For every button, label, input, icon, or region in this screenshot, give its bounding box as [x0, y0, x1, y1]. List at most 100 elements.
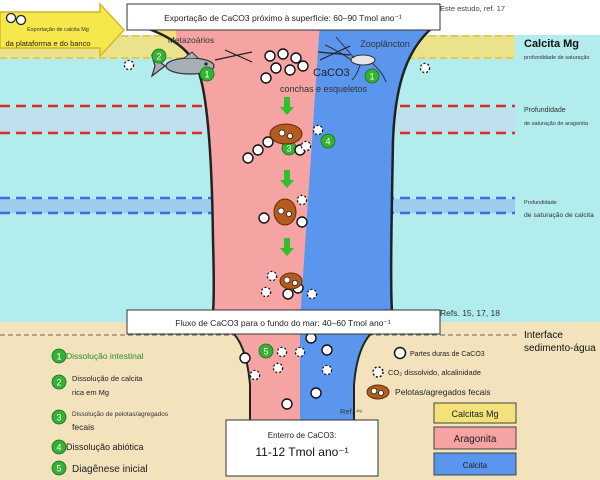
pellet-particle-icon — [291, 279, 298, 286]
process-2: 2 Dissolução de calcita rica em Mg — [51, 374, 143, 397]
process-3-text2: fecais — [72, 422, 94, 432]
caco3-particle-icon — [239, 352, 251, 364]
badge-2-surface: 2 — [151, 48, 167, 64]
dissolved-co2-icon — [321, 364, 333, 376]
shelf-arrow-line1: Exportação de calcita Mg — [27, 27, 89, 33]
arrow-to-zooplankton-icon — [319, 45, 351, 61]
fecal-pellet-icon — [273, 198, 297, 226]
svg-text:3: 3 — [56, 413, 61, 423]
caco3-particle-icon — [260, 72, 272, 84]
dissolved-co2-icon — [276, 346, 288, 358]
fecal-pellet-icon — [279, 272, 303, 290]
surface-export-text: Exportação de CaCO3 próximo à superfície… — [164, 13, 402, 23]
process-4: 4 Dissolução abiótica — [51, 439, 144, 455]
svg-text:2: 2 — [156, 52, 161, 62]
caco3-particle-icon — [242, 152, 254, 164]
burial-reference: Ref. ⁴⁹ — [340, 407, 362, 416]
dissolved-co2-icon — [419, 62, 431, 74]
pellet-particle-icon — [277, 207, 285, 215]
legend-hard-parts-text: Partes duras de CaCO3 — [410, 351, 485, 358]
zooplankton-label: Zooplâncton — [360, 39, 410, 49]
funnel-right-wall — [389, 20, 441, 313]
process-4-text: Dissolução abiótica — [66, 442, 144, 452]
dissolved-co2-icon — [266, 270, 278, 282]
calcite-mg-subtitle: profundidade de saturação — [524, 55, 589, 61]
svg-text:4: 4 — [56, 443, 61, 453]
caco3-particle-icon — [296, 216, 308, 228]
calcite-depth-label2: de saturação de calcita — [524, 212, 594, 219]
svg-text:2: 2 — [56, 378, 61, 388]
legend-calcite-text: Calcita — [463, 461, 488, 470]
burial-line1: Enterro de CaCO3: — [268, 431, 336, 440]
process-3-text: Dissolução de pelotas/agregados — [72, 411, 169, 418]
pellet-particle-icon — [285, 210, 292, 217]
svg-text:5: 5 — [263, 347, 268, 357]
shelf-particle-icon — [5, 12, 17, 24]
arrow-from-fish-icon — [214, 51, 253, 61]
burial-box — [225, 419, 379, 477]
caco3-particle-icon — [252, 144, 264, 156]
sinking-arrow-icon — [280, 97, 294, 115]
interface-label2: sedimento-água — [524, 343, 596, 354]
svg-text:1: 1 — [204, 70, 209, 80]
pellet-particle-icon — [283, 276, 291, 284]
caco3-particle-icon — [284, 64, 296, 76]
caco3-particle-icon — [264, 50, 276, 62]
interface-label1: Interface — [524, 330, 563, 341]
process-5: 5 Diagênese inicial — [51, 460, 148, 476]
dissolved-co2-icon — [300, 140, 312, 152]
arrow-to-fish-icon — [224, 49, 253, 63]
aragonite-depth-label2: de saturação de aragonita — [524, 121, 589, 127]
svg-text:5: 5 — [56, 464, 61, 474]
particles-layer — [123, 48, 431, 410]
caco3-particle-icon — [290, 52, 302, 64]
funnel-left-wall — [126, 20, 215, 313]
sinking-arrow-icon — [280, 170, 294, 188]
calcite-depth-label1: Profundidade — [524, 200, 557, 206]
pellet-particle-icon — [286, 132, 293, 139]
shelf-arrow-line2: da plataforma e do banco — [5, 39, 90, 48]
legend-hard-parts-icon — [393, 346, 407, 360]
calcite-mg-title: Calcita Mg — [524, 38, 579, 50]
legend-pellet-icon — [366, 384, 390, 400]
sinking-arrows — [214, 45, 351, 256]
seafloor-flux-reference: Refs. 15, 17, 18 — [440, 308, 500, 318]
seafloor-flux-box — [126, 309, 441, 335]
caco3-particle-icon — [262, 136, 274, 148]
legend-aragonite-text: Aragonita — [454, 434, 497, 445]
process-2-text: Dissolução de calcita — [72, 374, 143, 383]
dissolved-co2-icon — [296, 194, 308, 206]
caco3-particle-icon — [281, 398, 293, 410]
legend-mg-text: Calcitas Mg — [451, 409, 498, 419]
legend-aragonite-swatch — [433, 426, 517, 450]
dissolved-co2-icon — [260, 286, 272, 298]
dissolved-co2-icon — [249, 369, 261, 381]
svg-text:3: 3 — [286, 144, 291, 154]
svg-text:4: 4 — [325, 137, 330, 147]
pellet-particle-icon — [278, 129, 286, 137]
caco3-particle-icon — [282, 288, 294, 300]
caco3-particle-icon — [270, 62, 282, 74]
burial-line2: 11-12 Tmol ano⁻¹ — [255, 445, 348, 459]
process-1-text: Dissolução intestinal — [66, 351, 144, 361]
dissolved-co2-icon — [272, 362, 284, 374]
seafloor-flux-text: Fluxo de CaCO3 para o fundo do mar: 40–6… — [175, 318, 391, 328]
svg-text:1: 1 — [56, 352, 61, 362]
caco3-formula: CaCO3 — [313, 67, 350, 79]
process-3: 3 Dissolução de pelotas/agregados fecais — [51, 409, 169, 432]
legend: Partes duras de CaCO3 CO₂ dissolvido, al… — [366, 346, 517, 476]
zooplankton-icon — [324, 36, 387, 83]
legend-co2-text: CO₂ dissolvido, alcalinidade — [388, 368, 481, 377]
legend-pellets-text: Pelotas/agregados fecais — [395, 387, 490, 397]
shelf-export-arrow — [0, 2, 126, 58]
fish-label: Metazoários — [168, 35, 214, 45]
dissolved-co2-icon — [306, 288, 318, 300]
legend-calcite-swatch — [433, 452, 517, 476]
process-2-text2: rica em Mg — [72, 388, 109, 397]
badge-5-plug: 5 — [258, 343, 274, 359]
caco3-particle-icon — [277, 48, 289, 60]
caco3-particle-icon — [258, 212, 270, 224]
badge-4-water: 4 — [320, 133, 336, 149]
